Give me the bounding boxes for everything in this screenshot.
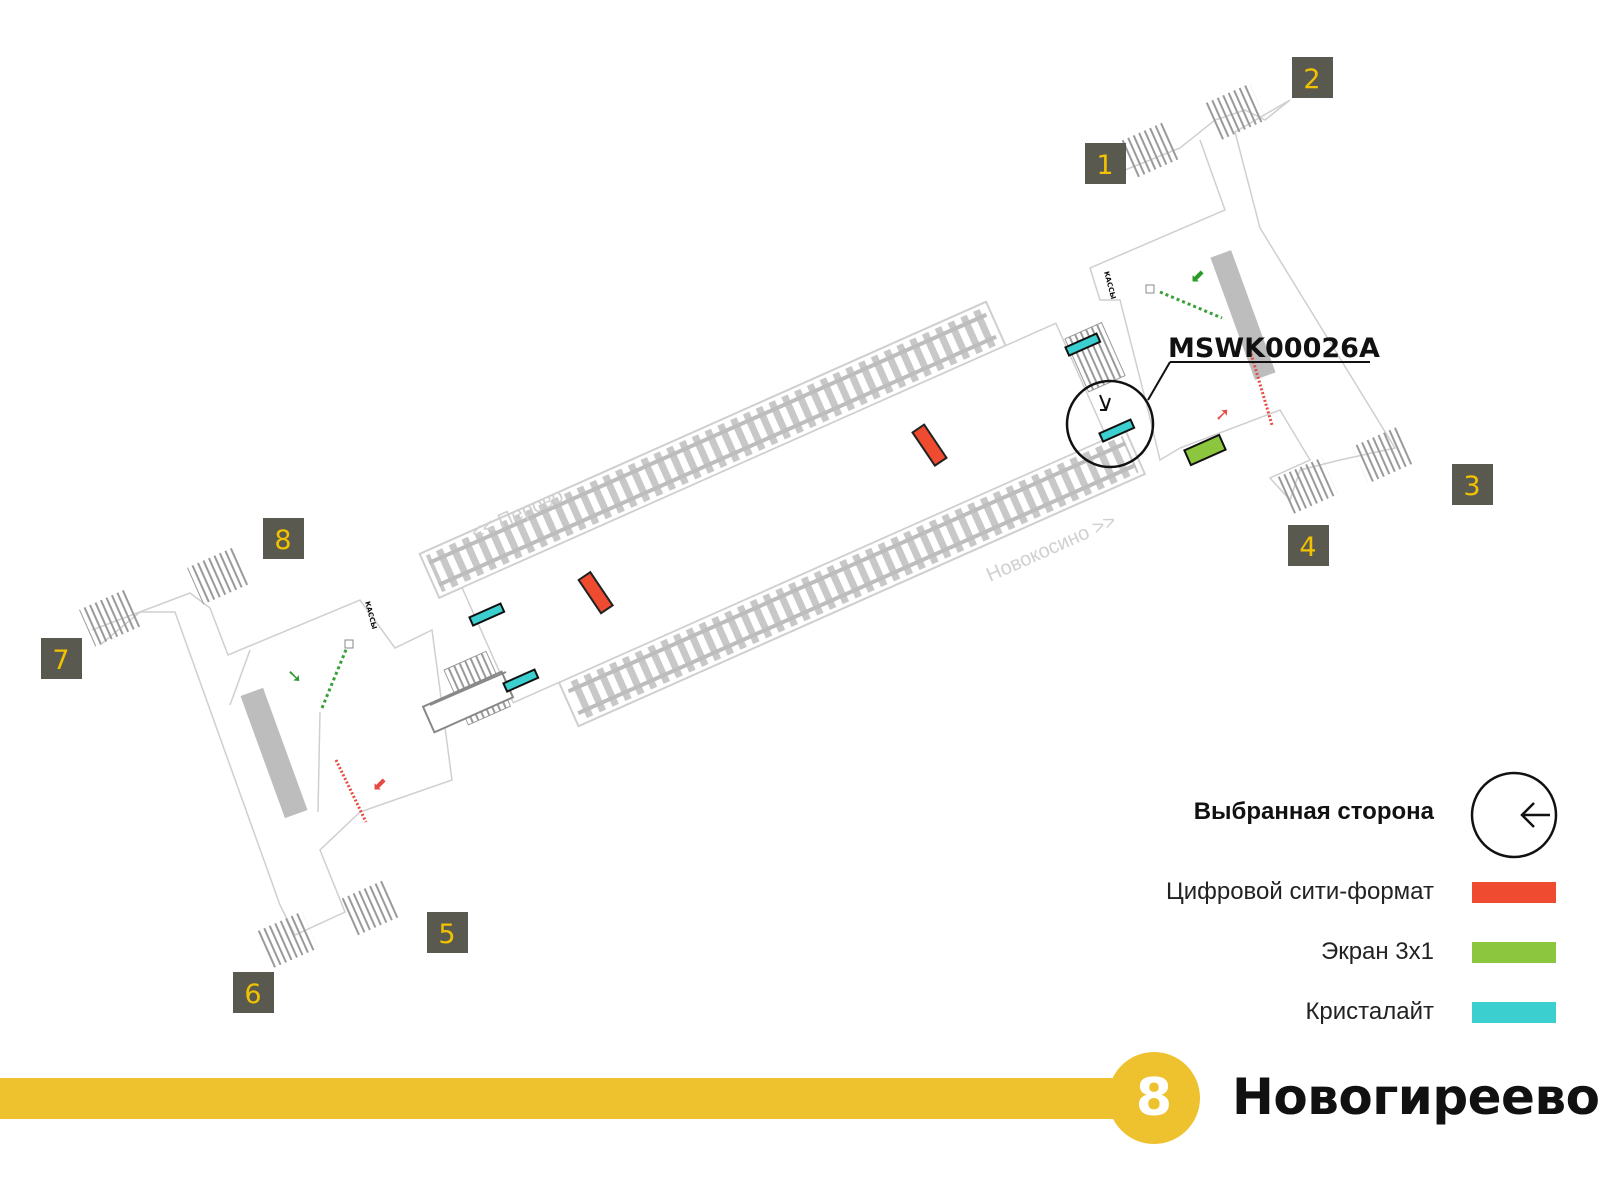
svg-text:4: 4 [1299,532,1316,563]
svg-text:6: 6 [244,979,261,1010]
stairs-exit-7 [79,589,141,647]
exit-arrow-east: ➚ [1215,404,1230,425]
legend-selected-side-label: Выбранная сторона [1193,798,1434,825]
callout-line [1147,361,1171,401]
stairs-exit-6 [256,911,318,969]
svg-text:5: 5 [438,919,455,950]
exit-badge-4 [1288,525,1329,566]
ad-crystallite-west-2[interactable] [502,668,540,693]
exit-badges: 1 2 3 4 5 6 7 8 [41,57,1493,1013]
exit-gate-line-west [334,759,368,823]
svg-text:7: 7 [52,645,69,676]
exit-badge-1 [1085,143,1126,184]
legend-swatch-digital-city-format [1472,882,1556,903]
stairs-exit-8 [187,547,249,605]
kassa-west: КАССЫ [363,600,378,630]
exit-badge-3 [1452,464,1493,505]
exit-arrow-west: ⬋ [372,774,387,795]
ad-digital-city-format-1[interactable] [577,570,615,615]
stairs-exit-1 [1119,121,1181,179]
turnstile-line-east [1159,290,1223,320]
exit-badge-2 [1292,57,1333,98]
svg-text:3: 3 [1463,471,1480,502]
entry-arrow-east: ⬋ [1190,266,1205,287]
svg-text:1: 1 [1096,150,1113,181]
bench-west [240,687,308,819]
ad-crystallite-east-1[interactable] [1064,332,1102,357]
ad-crystallite-selected[interactable] [1098,418,1136,443]
ad-screen-3x1[interactable] [1183,433,1227,467]
stairs-exit-2 [1204,83,1266,141]
platform [461,322,1109,704]
exit-badge-6 [233,972,274,1013]
bench-east [1210,250,1276,380]
svg-text:2: 2 [1303,64,1320,95]
ad-digital-city-format-2[interactable] [911,423,948,468]
arrow-left-in-circle-icon [1470,771,1558,859]
exit-badge-8 [263,518,304,559]
stairs-exit-4 [1276,457,1338,515]
legend-label-digital-city-format: Цифровой сити-формат [1165,878,1434,905]
legend-swatch-crystallite [1472,1002,1556,1023]
stairs-exit-5 [339,879,401,937]
svg-text:8: 8 [274,525,291,556]
arrow-down-in-circle-icon[interactable] [1065,379,1155,469]
station-name: Новогиреево [1232,1068,1600,1126]
line-number-badge: 8 [1108,1052,1200,1144]
legend-label-crystallite: Кристалайт [1305,998,1434,1025]
stairs-exit-3 [1352,426,1414,484]
legend-swatch-screen-3x1 [1472,942,1556,963]
turnstile-line-west [320,639,352,709]
location-code: MSWK00026A [1168,333,1380,364]
ad-crystallite-west-1[interactable] [468,602,506,627]
metro-line-bar [0,1078,1140,1119]
west-vestibule [91,592,453,936]
legend-label-screen-3x1: Экран 3x1 [1320,938,1434,965]
kassa-east: КАССЫ [1102,270,1117,300]
entry-arrow-west: ➘ [287,666,302,687]
exit-badge-5 [427,912,468,953]
exit-badge-7 [41,638,82,679]
platform-group [418,300,1147,728]
